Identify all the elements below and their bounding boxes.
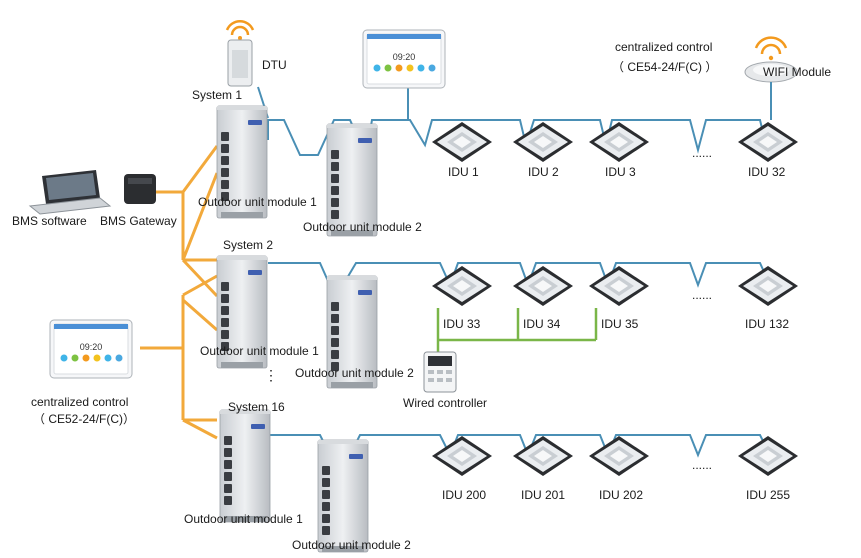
idu-label: IDU 3 bbox=[605, 165, 636, 179]
system2-label: System 2 bbox=[223, 238, 274, 252]
system1-outdoor-2-label: Outdoor unit module 2 bbox=[303, 220, 422, 234]
ellipsis: ...... bbox=[692, 288, 713, 302]
idu-cassette bbox=[432, 122, 492, 162]
ellipsis: ...... bbox=[692, 146, 713, 160]
panel-time-top: 09:20 bbox=[393, 52, 416, 62]
idu-label: IDU 202 bbox=[599, 488, 644, 502]
wifi-signal-icon bbox=[754, 36, 788, 49]
cc-top-title: centralized control bbox=[615, 40, 713, 54]
ellipsis: ...... bbox=[692, 458, 713, 472]
idu-cassette bbox=[432, 436, 492, 476]
wifi-module-label: WIFI Module bbox=[763, 65, 832, 79]
system2-outdoor-1-label: Outdoor unit module 1 bbox=[200, 344, 319, 358]
bms-laptop bbox=[28, 170, 112, 215]
idu-cassette bbox=[738, 436, 798, 476]
wired-controller-label: Wired controller bbox=[403, 396, 488, 410]
idu-cassette bbox=[513, 266, 573, 306]
panel-time-left: 09:20 bbox=[80, 342, 103, 352]
cc-top-model: （ CE54-24/F(C) ） bbox=[612, 60, 718, 74]
idu-label: IDU 1 bbox=[448, 165, 479, 179]
system16-outdoor-module-1 bbox=[219, 409, 271, 523]
idu-label: IDU 2 bbox=[528, 165, 559, 179]
dtu-label: DTU bbox=[262, 58, 287, 72]
wifi-module-device bbox=[744, 36, 798, 120]
bms-software-label: BMS software bbox=[12, 214, 87, 228]
system16-label: System 16 bbox=[228, 400, 285, 414]
wifi-signal-icon bbox=[225, 20, 255, 31]
idu-cassette bbox=[738, 122, 798, 162]
system16-outdoor-module-2 bbox=[317, 439, 369, 553]
idu-label: IDU 255 bbox=[746, 488, 791, 502]
more-systems-vdots: ⋮ bbox=[264, 367, 278, 383]
idu-label: IDU 34 bbox=[523, 317, 561, 331]
idu-cassette bbox=[589, 436, 649, 476]
idu-cassette bbox=[589, 122, 649, 162]
wired-controller-lines bbox=[436, 308, 598, 352]
cc-left-model: （ CE52-24/F(C)） bbox=[33, 412, 136, 426]
dtu-device bbox=[225, 20, 255, 87]
idu-label: IDU 32 bbox=[748, 165, 786, 179]
idu-label: IDU 200 bbox=[442, 488, 487, 502]
system2-outdoor-2-label: Outdoor unit module 2 bbox=[295, 366, 414, 380]
idu-cassette bbox=[589, 266, 649, 306]
idu-label: IDU 35 bbox=[601, 317, 639, 331]
cc-left-title: centralized control bbox=[31, 395, 129, 409]
system1-label: System 1 bbox=[192, 88, 243, 102]
system16-outdoor-1-label: Outdoor unit module 1 bbox=[184, 512, 303, 526]
idu-cassette bbox=[432, 266, 492, 306]
communication-bus bbox=[126, 145, 219, 440]
wired-controller-device bbox=[423, 351, 457, 393]
idu-cassette bbox=[738, 266, 798, 306]
bms-gateway-label: BMS Gateway bbox=[100, 214, 177, 228]
bms-gateway-device bbox=[124, 174, 156, 204]
idu-label: IDU 33 bbox=[443, 317, 481, 331]
idu-label: IDU 201 bbox=[521, 488, 566, 502]
system1-outdoor-1-label: Outdoor unit module 1 bbox=[198, 195, 317, 209]
idu-label: IDU 132 bbox=[745, 317, 790, 331]
system16-outdoor-2-label: Outdoor unit module 2 bbox=[292, 538, 411, 552]
